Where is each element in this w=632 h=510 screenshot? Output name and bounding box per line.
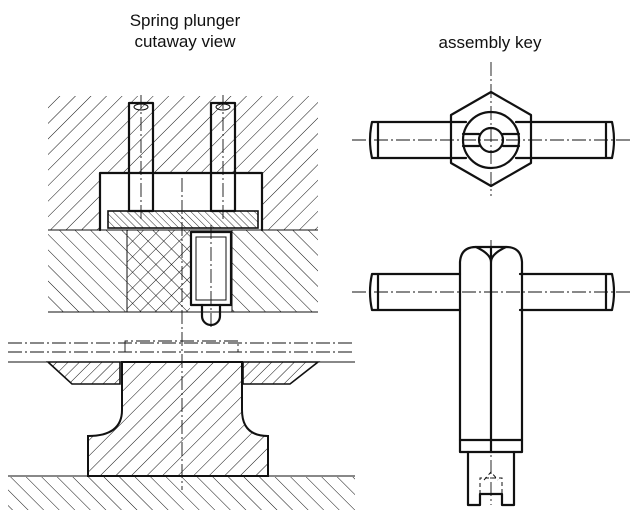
key-handle-cap	[474, 245, 508, 264]
upper-plate-section	[48, 96, 318, 230]
guide-rail-right	[242, 361, 321, 385]
spring-plunger-title-line1: Spring plunger	[129, 11, 241, 30]
key-shank	[466, 450, 516, 507]
base-plate-section	[8, 477, 355, 510]
assembly-key-top-view	[352, 62, 632, 196]
key-side-left-arm	[368, 272, 462, 312]
key-side-right-arm	[518, 272, 616, 312]
key-hex-head	[449, 90, 533, 188]
key-crossbar-lines	[461, 132, 521, 148]
key-right-arm	[514, 120, 616, 160]
plunger-bore	[195, 236, 227, 301]
assembly-key-title: assembly key	[438, 33, 542, 52]
spring-plunger-title-line2: cutaway view	[134, 32, 236, 51]
key-hub-inner	[477, 126, 505, 154]
key-left-arm	[368, 120, 468, 160]
key-hub-outer	[461, 110, 521, 170]
middle-insert-section	[127, 230, 190, 312]
assembly-key-side-view	[352, 240, 632, 507]
key-shank-hidden-tip	[483, 471, 499, 481]
phantom-outline	[124, 340, 239, 352]
clamp-plate	[107, 210, 259, 229]
key-shank-hidden	[479, 477, 503, 494]
clamp-block-outline	[98, 171, 264, 232]
spring-plunger-cutaway	[8, 95, 355, 510]
guide-rail-left	[45, 361, 121, 385]
